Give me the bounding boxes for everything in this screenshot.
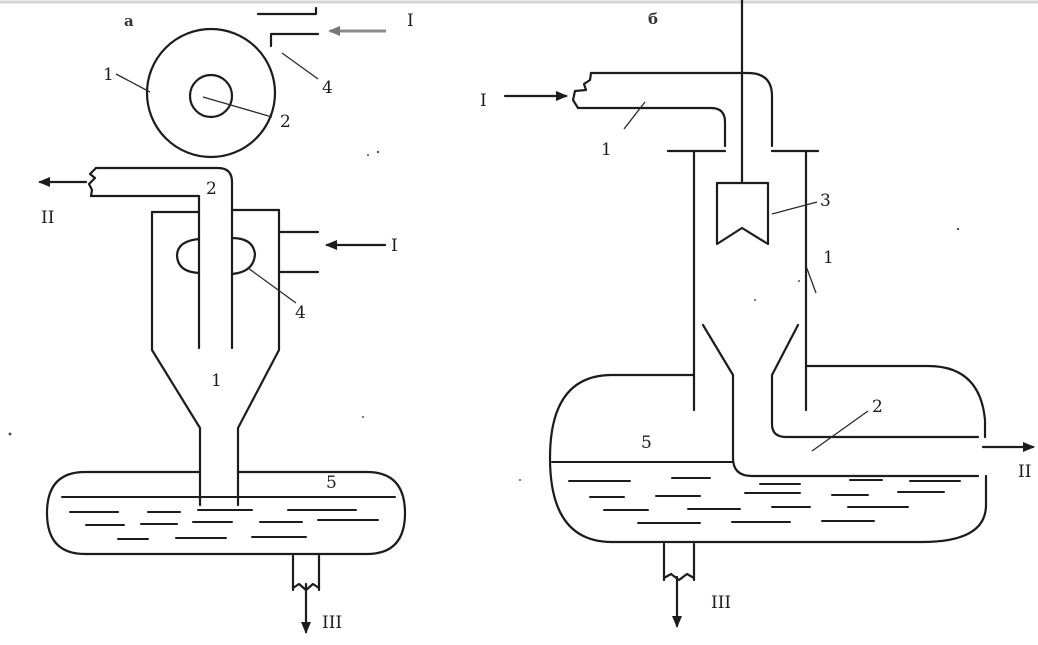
leader-4 <box>247 267 297 304</box>
flow-label-drain-b: III <box>711 593 731 613</box>
outlet-pipe-outer-wall <box>94 166 234 350</box>
label-2: 2 <box>872 397 883 417</box>
label-4: 4 <box>295 303 306 323</box>
label-5-sump: 5 <box>326 473 337 493</box>
label-2-top: 2 <box>280 112 291 132</box>
inlet-nozzle-left <box>175 237 201 275</box>
flow-label-outlet-a: II <box>41 208 54 228</box>
top-view: I 1 2 4 <box>103 6 414 159</box>
top-view-inlet-nozzle-lower <box>269 32 320 48</box>
cyclone-right-wall <box>236 208 281 507</box>
label-1-top: 1 <box>103 65 114 85</box>
top-view-pipe <box>188 73 234 119</box>
cone-insert-b: 3 <box>715 181 831 246</box>
leader-1-inlet <box>623 101 646 130</box>
label-4-top: 4 <box>322 78 333 98</box>
label-2-pipe: 2 <box>206 179 217 199</box>
label-1-body-b: 1 <box>823 248 834 268</box>
flow-label-inlet-b: I <box>480 91 487 111</box>
liquid-hatch-2 <box>85 519 379 526</box>
liquid-hatch-1 <box>69 509 357 513</box>
top-view-inlet-nozzle <box>256 6 318 16</box>
flow-label-drain-a: III <box>322 613 342 633</box>
sump-b: 5 III <box>548 364 988 628</box>
cyclone-body-a: I 4 1 <box>150 208 398 507</box>
diagram-a: а I 1 2 4 II 2 <box>38 6 414 634</box>
outlet-pipe-break <box>87 166 98 198</box>
sump-b-shell-left <box>548 373 988 544</box>
liquid-hatch-3 <box>117 536 307 540</box>
sump-shell <box>45 470 407 556</box>
outlet-pipe-a: II 2 <box>38 166 234 350</box>
flow-label-inlet-side: I <box>391 236 398 256</box>
diagram-b: б I 1 1 3 <box>480 0 1035 628</box>
leader-2-top <box>202 96 273 118</box>
pipe-lower-wall <box>701 323 980 478</box>
leader-3 <box>771 201 818 215</box>
leader-1-top <box>115 73 151 93</box>
flow-label-outlet-b: II <box>1018 462 1031 482</box>
liquid-hatch-b4 <box>637 520 875 524</box>
leader-4-top <box>281 52 319 80</box>
funnel-pipe-b: II 2 <box>701 323 1035 482</box>
sump-a: 5 III <box>45 470 407 634</box>
drain-b-break <box>662 572 696 582</box>
inlet-pipe-b: I 1 <box>480 71 774 160</box>
panel-letter-a: а <box>124 12 134 30</box>
leader-1-body <box>805 265 817 294</box>
cone-insert-shape <box>715 181 770 246</box>
top-view-body <box>145 27 277 159</box>
liquid-hatch-b3 <box>603 506 909 511</box>
flow-label-inlet-top: I <box>407 11 414 31</box>
liquid-hatch-b2 <box>589 491 945 498</box>
panel-letter-b: б <box>648 10 658 28</box>
scan-specks <box>8 150 960 481</box>
label-1-body: 1 <box>211 371 222 391</box>
inlet-pipe-break <box>571 71 593 110</box>
label-3: 3 <box>820 191 831 211</box>
inlet-pipe-outer-wall <box>589 71 774 148</box>
label-1-inlet: 1 <box>601 140 612 160</box>
outlet-pipe-inner-wall <box>89 194 201 350</box>
inlet-nozzle-right <box>230 236 257 276</box>
liquid-hatch-b1 <box>568 477 961 485</box>
sump-b-shell-right <box>804 364 987 439</box>
pipe-upper-wall <box>770 323 980 439</box>
cyclone-left-wall <box>150 210 202 507</box>
inlet-pipe-inner-wall <box>576 106 727 148</box>
leader-2 <box>811 410 869 452</box>
label-5-sump-b: 5 <box>641 433 652 453</box>
separator-body-b: 1 <box>666 149 834 412</box>
